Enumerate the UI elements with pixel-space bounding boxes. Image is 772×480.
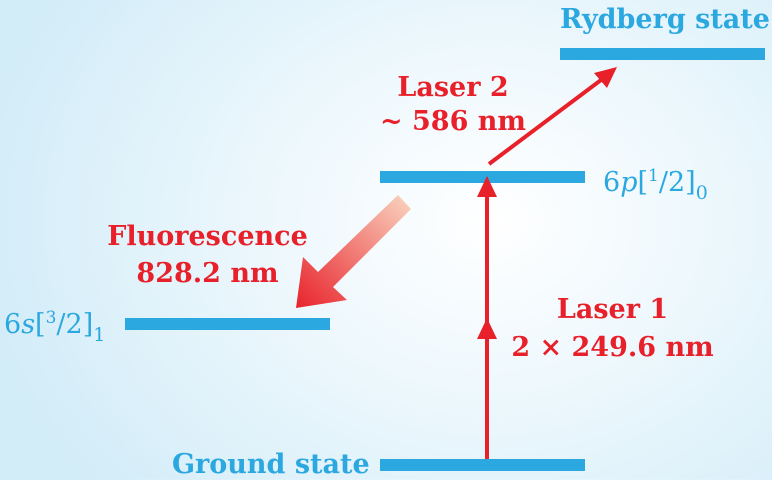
laser2-name: Laser 2: [397, 72, 509, 103]
laser2-wavelength: ~ 586 nm: [380, 106, 526, 137]
fluorescence-name: Fluorescence: [107, 221, 308, 252]
6s-level-bar: [125, 318, 330, 330]
rydberg-level-bar: [560, 48, 765, 60]
laser1-arrow: [477, 176, 497, 459]
6s-level-label: 6s[3/2]1: [4, 308, 106, 346]
6p-level-bar: [380, 171, 585, 183]
rydberg-state-label: Rydberg state: [560, 4, 770, 35]
fluorescence-wavelength: 828.2 nm: [136, 258, 279, 289]
laser1-wavelength: 2 × 249.6 nm: [511, 332, 714, 363]
ground-state-label: Ground state: [172, 449, 370, 480]
fluorescence-arrow: [296, 195, 411, 308]
ground-level-bar: [380, 459, 585, 471]
laser1-name: Laser 1: [556, 294, 669, 325]
6p-level-label: 6p[1/2]0: [603, 166, 708, 204]
laser2-arrow: [487, 67, 617, 166]
